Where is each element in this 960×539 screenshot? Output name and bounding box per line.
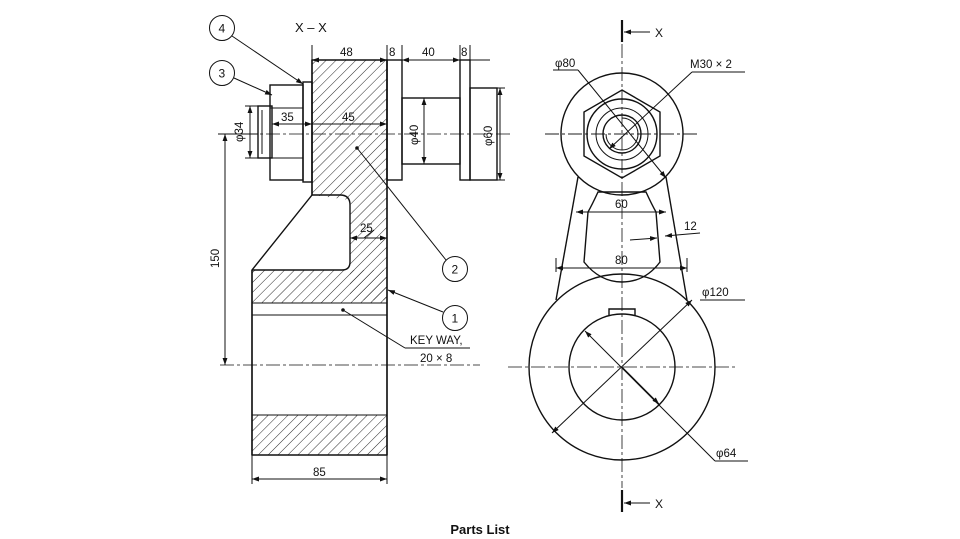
web-recess [252, 194, 351, 271]
dim-25: 25 [360, 223, 373, 235]
dim-150-group: 150 [210, 133, 258, 365]
balloon-2: 2 [355, 146, 468, 282]
dim-25-group: 25 [350, 223, 387, 241]
dim-85-group: 85 [251, 455, 388, 484]
arm [555, 176, 688, 301]
cutting-plane-top: X [620, 20, 663, 42]
crank-pin [386, 59, 498, 181]
balloon-3: 3 [209, 60, 273, 96]
dim-phi120: φ120 [702, 287, 729, 299]
dim-80: 80 [615, 255, 628, 267]
cutting-plane-label-bottom: X [655, 497, 663, 511]
svg-text:1: 1 [452, 312, 459, 326]
keyway-line1: KEY WAY, [410, 335, 463, 347]
dim-phi60-group: φ60 [483, 87, 505, 181]
keyway-line2: 20 × 8 [420, 353, 452, 365]
dim-60-group: 60 [576, 199, 666, 215]
dim-phi80: φ80 [555, 58, 575, 70]
dim-48: 48 [340, 47, 353, 59]
hub-hatch-upper [252, 270, 387, 303]
dim-thread-group: M30 × 2 [608, 59, 745, 150]
pin-end [257, 105, 273, 159]
svg-text:4: 4 [219, 22, 226, 36]
washer-nut [257, 81, 313, 183]
dim-phi64-group: φ64 [584, 330, 748, 462]
dim-150: 150 [210, 249, 222, 268]
dim-60: 60 [615, 199, 628, 211]
dim-phi34: φ34 [234, 121, 246, 142]
dim-phi60: φ60 [483, 126, 495, 146]
balloon-1: 1 [387, 289, 468, 331]
cutting-plane-label-top: X [655, 26, 663, 40]
sectional-view: X – X [209, 15, 510, 484]
section-label: X – X [295, 20, 327, 35]
top-dimensions: 48 8 40 8 [311, 45, 490, 63]
hex-nut [583, 89, 661, 179]
cutting-plane-bottom: X [620, 490, 663, 512]
dim-80-group: 80 [555, 255, 688, 272]
part-balloons: 4 3 2 1 [209, 15, 468, 331]
dim-12-group: 12 [629, 221, 701, 241]
dim-85: 85 [313, 467, 326, 479]
keyway-note: KEY WAY, 20 × 8 [341, 308, 470, 365]
side-view: X X [508, 20, 748, 512]
svg-text:3: 3 [219, 67, 226, 81]
dim-12: 12 [684, 221, 697, 233]
dim-45: 45 [342, 112, 355, 124]
pin-length-dimensions: 35 45 [272, 112, 387, 127]
dim-phi40-group: φ40 [409, 98, 427, 164]
balloon-4: 4 [209, 15, 304, 85]
nut [269, 84, 304, 181]
dim-phi120-group: φ120 [551, 287, 745, 434]
hub-hatch-lower [252, 415, 387, 455]
dim-phi80-group: φ80 [553, 58, 667, 179]
washer [302, 81, 313, 183]
dim-8b: 8 [461, 47, 467, 59]
dim-phi64: φ64 [716, 448, 737, 460]
dim-40: 40 [422, 47, 435, 59]
parts-list-caption: Parts List [450, 522, 510, 537]
dim-thread: M30 × 2 [690, 59, 732, 71]
dim-35: 35 [281, 112, 294, 124]
svg-text:2: 2 [452, 263, 459, 277]
dim-phi34-group: φ34 [234, 105, 262, 159]
dim-phi40: φ40 [409, 125, 421, 145]
dim-8a: 8 [389, 47, 395, 59]
